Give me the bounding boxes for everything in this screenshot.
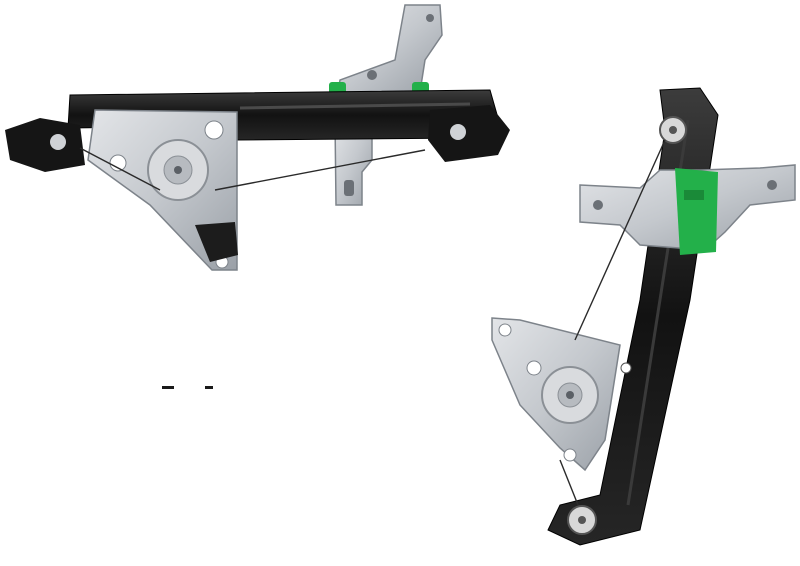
mount-hole bbox=[204, 120, 224, 140]
stray-mark bbox=[205, 386, 213, 389]
rail-rivet bbox=[620, 362, 632, 374]
stray-mark bbox=[162, 386, 174, 389]
rail-end-cap-left bbox=[5, 118, 85, 172]
cable bbox=[79, 147, 161, 191]
mount-hole bbox=[498, 323, 512, 337]
bolt-hole bbox=[767, 180, 777, 190]
green-clip bbox=[675, 168, 718, 255]
pulley bbox=[450, 124, 466, 140]
cable bbox=[214, 149, 426, 191]
bolt-hole bbox=[426, 14, 434, 22]
mount-hole bbox=[526, 360, 542, 376]
cable-guide bbox=[195, 222, 238, 262]
bolt-hole bbox=[367, 70, 377, 80]
cable bbox=[559, 459, 579, 506]
regulator-right bbox=[491, 87, 796, 546]
regulator-left bbox=[5, 4, 510, 271]
bolt-hole bbox=[593, 200, 603, 210]
slot-hole bbox=[344, 180, 354, 196]
pulley bbox=[50, 134, 66, 150]
mount-hole bbox=[563, 448, 577, 462]
cable bbox=[574, 139, 666, 341]
rail-end-cap-right bbox=[428, 105, 510, 162]
